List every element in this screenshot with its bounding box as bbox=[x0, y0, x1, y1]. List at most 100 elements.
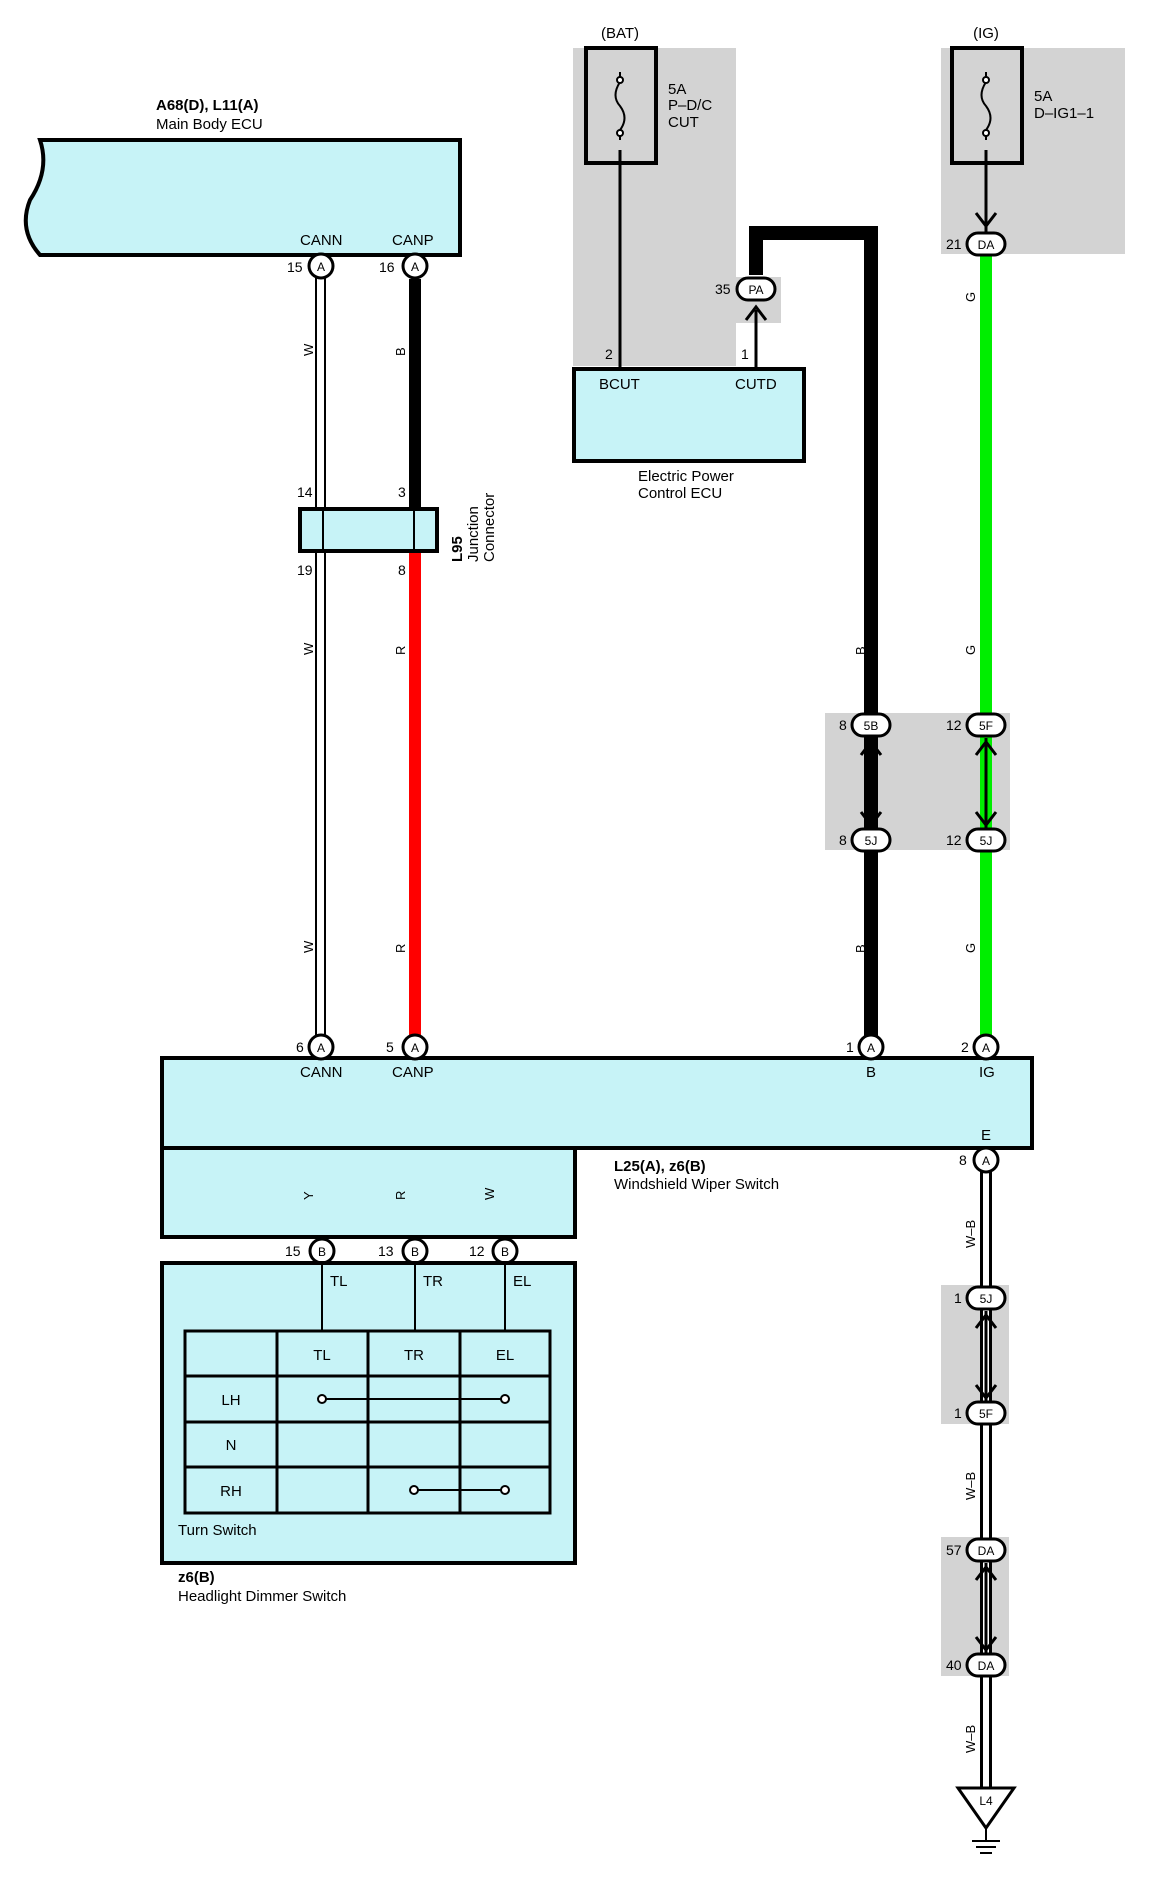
wire-ig-green bbox=[980, 252, 992, 1038]
bat-fuse-icon bbox=[614, 72, 626, 140]
wiper-switch-code: L25(A), z6(B) bbox=[614, 1158, 706, 1175]
main-body-pin-canp: 16 bbox=[379, 259, 395, 275]
wire-color-g-2: G bbox=[963, 645, 978, 655]
wiper-pin-cann: 6 bbox=[296, 1039, 304, 1055]
svg-text:5B: 5B bbox=[864, 719, 879, 733]
wiper-term-e: E bbox=[981, 1127, 991, 1144]
svg-text:A: A bbox=[317, 260, 325, 274]
wire-color-wb-3: W–B bbox=[963, 1725, 978, 1753]
gnd-connector-5j: 5J bbox=[965, 1285, 1007, 1311]
epc-pa-arrow bbox=[744, 304, 768, 321]
junction-connector-box bbox=[298, 507, 439, 553]
mid-connector-5b: 5B bbox=[850, 712, 892, 738]
wire-color-r-2: R bbox=[393, 944, 408, 953]
epc-name-1: Electric Power bbox=[638, 468, 734, 485]
wire-ground bbox=[980, 1172, 992, 1788]
main-body-term-canp: CANP bbox=[392, 232, 434, 249]
mid-pin-8-top: 8 bbox=[839, 717, 847, 733]
wiper-connector-a-b: A bbox=[857, 1033, 885, 1061]
wiper-pin-tl: 15 bbox=[285, 1243, 301, 1259]
wire-color-w-1: W bbox=[301, 343, 316, 356]
wire-color-b-3: B bbox=[853, 944, 868, 953]
turn-row-lh: LH bbox=[221, 1392, 240, 1409]
wiper-connector-b-tl: B bbox=[308, 1237, 336, 1265]
mid-pin-12-top: 12 bbox=[946, 717, 962, 733]
epc-pin-bcut: 2 bbox=[605, 346, 613, 362]
epc-term-cutd: CUTD bbox=[735, 376, 777, 393]
svg-text:A: A bbox=[982, 1154, 990, 1168]
main-body-ecu-code: A68(D), L11(A) bbox=[156, 97, 259, 114]
wiper-term-cann: CANN bbox=[300, 1064, 343, 1081]
svg-text:DA: DA bbox=[978, 238, 995, 252]
epc-pa-connector: PA bbox=[735, 276, 777, 302]
gnd-pin-1-bottom: 1 bbox=[954, 1405, 962, 1421]
wire-color-w-3: W bbox=[301, 940, 316, 953]
epc-term-bcut: BCUT bbox=[599, 376, 640, 393]
wire-color-r-3: R bbox=[393, 1191, 408, 1200]
ig-source-label: (IG) bbox=[973, 25, 999, 42]
wiper-pin-e: 8 bbox=[959, 1152, 967, 1168]
turn-col-el: EL bbox=[496, 1347, 514, 1364]
mid-connector-5f: 5F bbox=[965, 712, 1007, 738]
main-body-pin-cann: 15 bbox=[287, 259, 303, 275]
wire-color-wb-1: W–B bbox=[963, 1220, 978, 1248]
mid-pin-8-bottom: 8 bbox=[839, 832, 847, 848]
wire-canp-red bbox=[409, 551, 421, 1038]
mid-arrows bbox=[859, 738, 998, 828]
wire-color-r-1: R bbox=[393, 646, 408, 655]
bat-fuse-rating: 5A bbox=[668, 81, 686, 98]
wire-color-wb-2: W–B bbox=[963, 1472, 978, 1500]
wire-color-b-1: B bbox=[393, 347, 408, 356]
turn-term-tl: TL bbox=[330, 1273, 348, 1290]
bat-fuse-box bbox=[584, 46, 658, 165]
ig-fuse-box bbox=[950, 46, 1024, 165]
wiper-connector-a-canp: A bbox=[401, 1033, 429, 1061]
junction-pin-br: 8 bbox=[398, 562, 406, 578]
wiper-connector-b-tr: B bbox=[401, 1237, 429, 1265]
wiper-pin-canp: 5 bbox=[386, 1039, 394, 1055]
wiper-switch-name: Windshield Wiper Switch bbox=[614, 1176, 779, 1193]
turn-row-n: N bbox=[226, 1437, 237, 1454]
main-body-connector-a-cann: A bbox=[307, 252, 335, 280]
wiper-pin-b: 1 bbox=[846, 1039, 854, 1055]
epc-pin-cutd: 1 bbox=[741, 346, 749, 362]
svg-text:5J: 5J bbox=[865, 834, 878, 848]
svg-text:5J: 5J bbox=[980, 834, 993, 848]
svg-text:A: A bbox=[411, 260, 419, 274]
svg-text:5F: 5F bbox=[979, 1407, 993, 1421]
gnd-arrows-1 bbox=[974, 1311, 998, 1401]
svg-text:5F: 5F bbox=[979, 719, 993, 733]
ground-symbol bbox=[955, 1786, 1017, 1854]
svg-text:A: A bbox=[411, 1041, 419, 1055]
turn-row-rh: RH bbox=[220, 1483, 242, 1500]
turn-switch-table bbox=[183, 1329, 552, 1515]
gnd-connector-da-bottom: DA bbox=[965, 1652, 1007, 1678]
svg-text:DA: DA bbox=[978, 1544, 995, 1558]
wiper-connector-a-cann: A bbox=[307, 1033, 335, 1061]
main-body-ecu-box bbox=[23, 138, 462, 257]
ig-fuse-name: D–IG1–1 bbox=[1034, 105, 1094, 122]
junction-pin-tl: 14 bbox=[297, 484, 313, 500]
gnd-connector-da-top: DA bbox=[965, 1537, 1007, 1563]
mid-pin-12-bottom: 12 bbox=[946, 832, 962, 848]
turn-lh-continuity bbox=[317, 1394, 510, 1404]
turn-term-tr: TR bbox=[423, 1273, 443, 1290]
wire-cann bbox=[315, 273, 326, 1041]
gnd-connector-5f: 5F bbox=[965, 1400, 1007, 1426]
svg-text:A: A bbox=[317, 1041, 325, 1055]
turn-col-tr: TR bbox=[404, 1347, 424, 1364]
mid-connector-5j-b: 5J bbox=[850, 827, 892, 853]
gnd-pin-1-top: 1 bbox=[954, 1290, 962, 1306]
wiper-term-canp: CANP bbox=[392, 1064, 434, 1081]
svg-text:DA: DA bbox=[978, 1659, 995, 1673]
wire-canp-black bbox=[409, 279, 421, 509]
ig-da-pin: 21 bbox=[946, 236, 962, 252]
wire-color-g-1: G bbox=[963, 292, 978, 302]
svg-text:B: B bbox=[501, 1245, 509, 1259]
bat-fuse-name-1: P–D/C bbox=[668, 97, 712, 114]
wiper-term-b: B bbox=[866, 1064, 876, 1081]
ig-da-connector: DA bbox=[965, 231, 1007, 257]
svg-text:5J: 5J bbox=[980, 1292, 993, 1306]
junction-name-1: Junction bbox=[465, 506, 482, 562]
